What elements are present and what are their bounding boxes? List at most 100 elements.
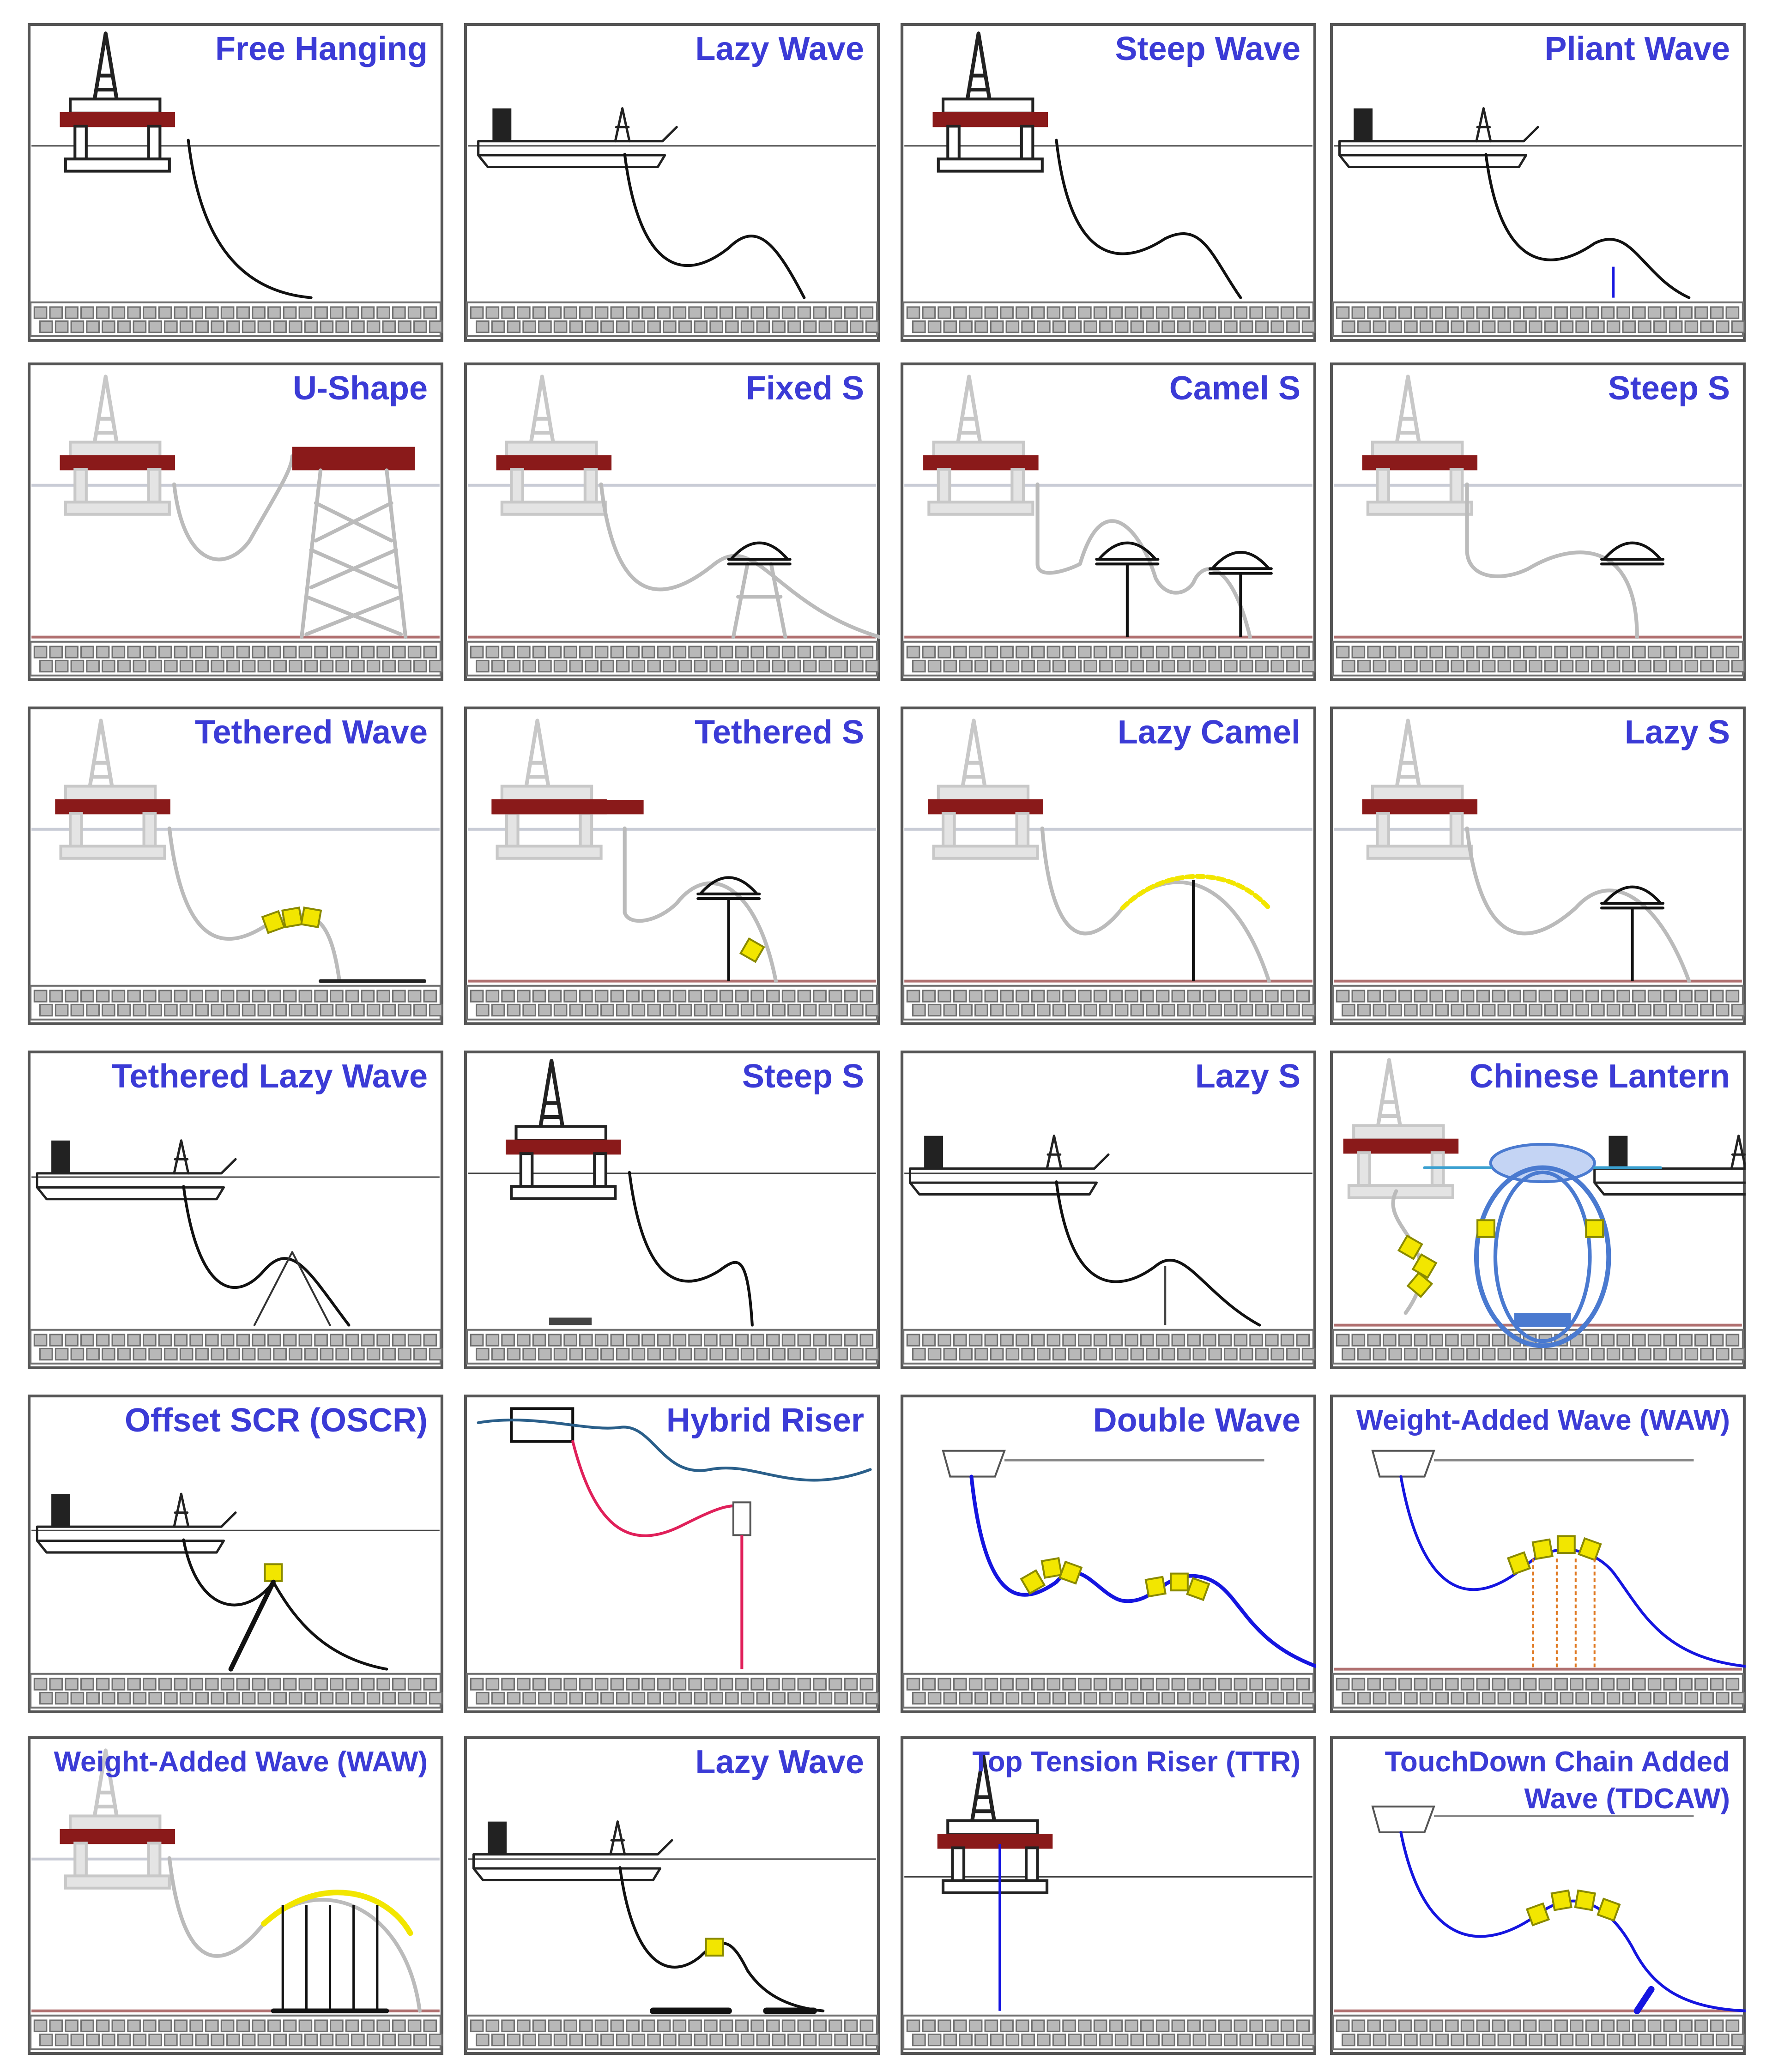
seabed-brick [1109, 306, 1123, 319]
riser-line [969, 1474, 1316, 1668]
seabed-brick [538, 2033, 552, 2047]
seabed-brick [906, 2019, 920, 2032]
config-diagram [464, 1051, 880, 1369]
seabed-brick [672, 306, 687, 319]
seabed-brick [1373, 1691, 1387, 1705]
seabed-brick [1203, 306, 1216, 319]
pontoon [496, 845, 603, 860]
seabed-brick [1192, 1003, 1207, 1017]
pontoon [937, 157, 1044, 173]
seabed-brick [507, 1691, 521, 1705]
seabed-brick [532, 1334, 546, 1347]
seabed-brick [429, 320, 443, 333]
seabed-brick [1575, 1691, 1589, 1705]
seabed-brick [195, 659, 209, 673]
deck-red [937, 1834, 1053, 1849]
seabed-brick [1093, 1678, 1107, 1691]
seabed-brick [1606, 1003, 1621, 1017]
seabed-brick [657, 646, 671, 658]
seabed-brick [1429, 990, 1443, 1003]
seabed-brick [491, 1003, 505, 1017]
config-panel-tethered-s: Tethered S [464, 707, 880, 1025]
seabed-brick [1177, 1347, 1191, 1361]
seabed-brick [937, 646, 951, 658]
seabed-brick [1419, 1003, 1433, 1017]
seabed-brick [1155, 990, 1170, 1003]
seabed-brick [1383, 306, 1397, 319]
seabed-brick [148, 2033, 162, 2047]
seabed-brick [1270, 2033, 1284, 2047]
seabed-brick [102, 1347, 115, 1361]
seabed-brick [1373, 320, 1387, 333]
seabed-brick [1404, 1347, 1418, 1361]
seabed-brick [585, 2033, 599, 2047]
seabed-brick [117, 1003, 131, 1017]
seabed-brick [189, 306, 203, 319]
buoyancy-section [261, 1890, 413, 1936]
seabed-brick [803, 1347, 817, 1361]
seabed-brick [1114, 2033, 1129, 2047]
seabed-brick [33, 306, 48, 319]
seabed-brick [1694, 646, 1708, 658]
semisubmersible-platform [496, 375, 612, 516]
pontoon [1366, 845, 1473, 860]
seabed-brick [1445, 1678, 1459, 1691]
column [142, 812, 157, 848]
hull [908, 1153, 1110, 1196]
seabed-brick [704, 646, 718, 658]
seabed-brick [844, 2019, 858, 2032]
seabed-brick [1679, 1334, 1693, 1347]
seabed-brick [1601, 1678, 1615, 1691]
seabed-brick [517, 306, 531, 319]
seabed-brick [1005, 1347, 1020, 1361]
fixed-jacket-platform [292, 447, 415, 639]
seabed-brick [1125, 1334, 1138, 1347]
seabed-brick [1383, 990, 1397, 1003]
seabed-brick [1398, 646, 1412, 658]
seabed-brick [797, 2019, 811, 2032]
seabed-brick [33, 1334, 48, 1347]
panel-title: Double Wave [1093, 1402, 1300, 1439]
seabed-brick [283, 990, 297, 1003]
column [505, 812, 520, 848]
seabed-brick [1523, 306, 1537, 319]
panel-title: Weight-Added Wave (WAW) [1356, 1404, 1730, 1436]
seabed-brick [330, 990, 344, 1003]
buoyancy-module [264, 1563, 283, 1582]
seabed-brick [366, 2033, 381, 2047]
seabed-brick [548, 1334, 562, 1347]
seabed-brick [1155, 2019, 1170, 2032]
seabed-brick [1114, 1003, 1129, 1017]
seabed-brick [1419, 2033, 1433, 2047]
seabed-brick [968, 2019, 983, 2032]
seabed-brick [507, 1003, 521, 1017]
seabed-brick [320, 1347, 334, 1361]
seabed-brick [1336, 1678, 1350, 1691]
seabed-brick [1177, 1003, 1191, 1017]
seabed-brick [626, 1334, 640, 1347]
seabed-brick [1538, 306, 1553, 319]
seabed-brick [205, 1334, 219, 1347]
seabed-brick [1388, 1347, 1402, 1361]
seabed-brick [1445, 990, 1459, 1003]
buoyancy-module [1186, 1577, 1210, 1601]
seabed-brick [1351, 990, 1366, 1003]
seabed-brick [657, 990, 671, 1003]
seabed-brick [579, 2019, 593, 2032]
seabed-brick [376, 2019, 390, 2032]
seabed-brick [813, 646, 827, 658]
seabed-brick [1052, 1003, 1066, 1017]
seabed-brick [1669, 659, 1683, 673]
seabed-brick [39, 1003, 53, 1017]
seabed-brick [1234, 1678, 1248, 1691]
seabed-brick [569, 1691, 583, 1705]
seabed-brick [1570, 990, 1584, 1003]
seabed-brick [1171, 306, 1185, 319]
seabed-brick [236, 646, 250, 658]
seabed-brick [1622, 2033, 1636, 2047]
seabed-brick [1083, 659, 1097, 673]
seabed-brick [1083, 1691, 1097, 1705]
seabed-brick [678, 1003, 692, 1017]
panel-title: Steep S [742, 1058, 864, 1095]
seabed-brick [1482, 2033, 1496, 2047]
